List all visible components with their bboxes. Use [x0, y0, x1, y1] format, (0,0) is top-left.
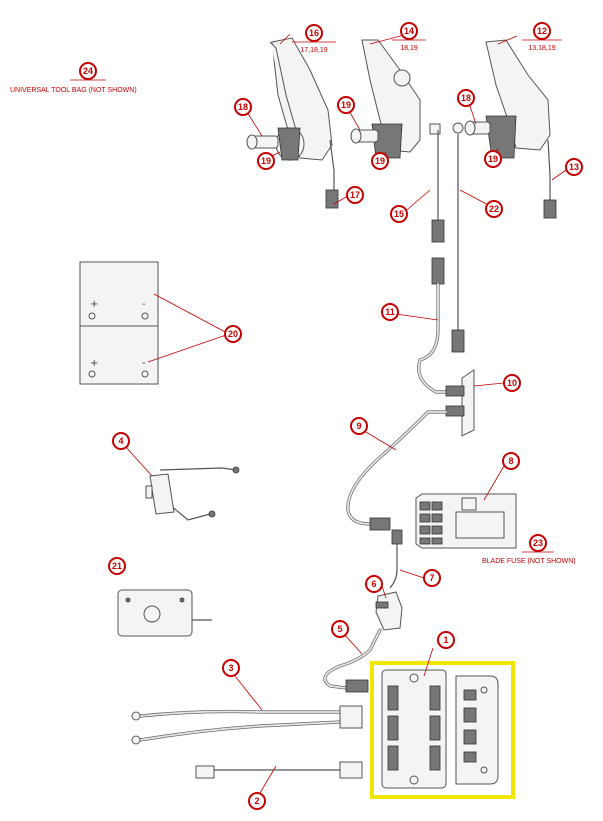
callout-8-label: 8	[508, 456, 513, 466]
battery-top-minus: -	[142, 299, 146, 310]
callout-12-sub: 13,18,19	[528, 45, 555, 52]
splitter-6	[375, 591, 403, 631]
battery-bottom: + -	[79, 325, 159, 385]
callout-22-label: 22	[489, 204, 499, 214]
callout-1-label: 1	[443, 635, 448, 645]
controller-highlight-box	[370, 661, 515, 799]
callout-19-right-label: 19	[488, 154, 498, 164]
battery-top: + -	[79, 261, 159, 327]
callout-12-label: 12	[537, 26, 547, 36]
callout-7-label: 7	[429, 573, 434, 583]
callout-4-label: 4	[118, 436, 123, 446]
callout-5-label: 5	[337, 624, 342, 634]
callout-9-label: 9	[356, 421, 361, 431]
callout-14-sub: 18,19	[400, 45, 418, 52]
callout-8: 8	[502, 452, 520, 470]
callout-16: 16 17,18,19	[292, 24, 336, 54]
callout-19-mid-label: 19	[375, 156, 385, 166]
callout-6: 6	[365, 575, 383, 593]
callout-5: 5	[331, 620, 349, 638]
controller-connectors-left	[387, 685, 441, 771]
callout-20: 20	[224, 325, 242, 343]
callout-14-label: 14	[404, 26, 414, 36]
callout-24-label: 24	[83, 66, 93, 76]
callout-19-mid-top-label: 19	[341, 100, 351, 110]
callout-23: 23 BLADE FUSE (NOT SHOWN)	[482, 534, 576, 565]
callout-12: 12 13,18,19	[522, 22, 562, 52]
callout-23-label: 23	[533, 538, 543, 548]
callout-11: 11	[381, 303, 399, 321]
callout-17-label: 17	[350, 190, 360, 200]
callout-19-left: 19	[257, 152, 275, 170]
callout-19-mid-top: 19	[337, 96, 355, 114]
callout-7: 7	[423, 569, 441, 587]
callout-21-label: 21	[112, 561, 122, 571]
module-8	[415, 493, 517, 549]
sensor-21	[117, 589, 212, 637]
callout-4: 4	[112, 432, 130, 450]
callout-3: 3	[222, 659, 240, 677]
callout-16-sub: 17,18,19	[300, 47, 327, 54]
callout-11-label: 11	[385, 307, 395, 317]
callout-18-right: 18	[457, 89, 475, 107]
controller-1	[370, 661, 515, 799]
callout-15-label: 15	[394, 209, 404, 219]
callout-19-right: 19	[484, 150, 502, 168]
callout-18-right-label: 18	[461, 93, 471, 103]
callout-15: 15	[390, 205, 408, 223]
callout-2-label: 2	[254, 796, 259, 806]
callout-16-label: 16	[309, 28, 319, 38]
callout-13: 13	[565, 158, 583, 176]
cable-3	[131, 705, 363, 745]
leader-lines	[124, 33, 567, 799]
callout-19-mid: 19	[371, 152, 389, 170]
panel-10	[445, 369, 475, 437]
joystick-12	[464, 39, 557, 219]
callout-3-label: 3	[228, 663, 233, 673]
cable-9	[346, 410, 448, 531]
cable-11	[417, 257, 454, 394]
callout-24: 24 UNIVERSAL TOOL BAG (NOT SHOWN)	[10, 62, 137, 94]
callout-13-label: 13	[569, 162, 579, 172]
callout-17: 17	[346, 186, 364, 204]
callout-18-left-label: 18	[238, 102, 248, 112]
callout-14: 14 18,19	[392, 22, 426, 52]
cable-2	[195, 761, 363, 779]
controller-ports-right	[463, 686, 488, 774]
callout-18-left: 18	[234, 98, 252, 116]
callout-10-label: 10	[507, 378, 517, 388]
cable-22	[451, 122, 465, 353]
callout-22: 22	[485, 200, 503, 218]
cable-5	[323, 628, 382, 693]
blade-fuse-note: BLADE FUSE (NOT SHOWN)	[482, 558, 576, 565]
cable-15	[429, 123, 445, 243]
callout-1: 1	[437, 631, 455, 649]
callout-20-label: 20	[228, 329, 238, 339]
callout-6-label: 6	[371, 579, 376, 589]
battery-bottom-plus: +	[90, 358, 98, 369]
callout-10: 10	[503, 374, 521, 392]
callout-2: 2	[248, 792, 266, 810]
tool-bag-note: UNIVERSAL TOOL BAG (NOT SHOWN)	[10, 87, 137, 94]
battery-top-plus: +	[90, 299, 98, 310]
callout-9: 9	[350, 417, 368, 435]
cable-7	[389, 529, 403, 589]
module-8-fuse-row	[419, 501, 443, 545]
joystick-14	[350, 39, 421, 159]
battery-bottom-minus: -	[142, 358, 146, 369]
callout-21: 21	[108, 557, 126, 575]
joystick-16	[246, 37, 339, 209]
harness-4	[145, 466, 240, 521]
callout-19-left-label: 19	[261, 156, 271, 166]
